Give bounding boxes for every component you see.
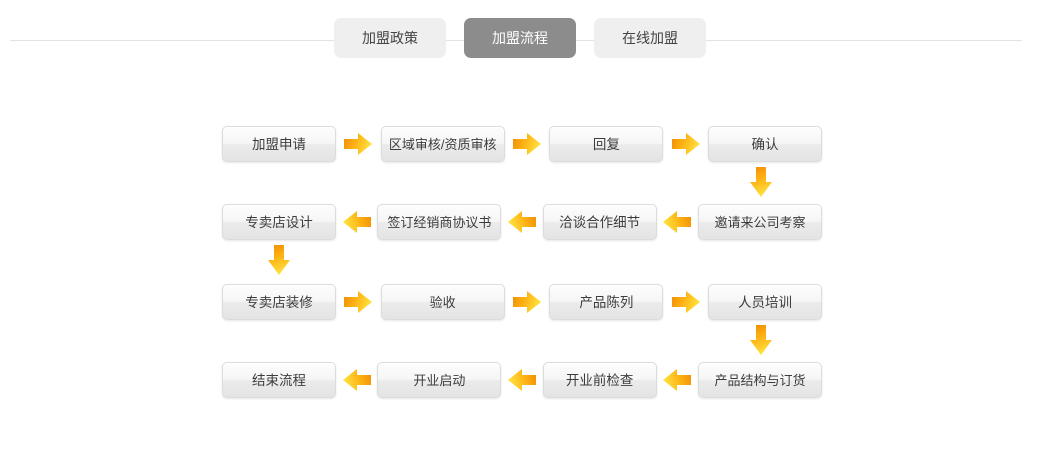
flow-node-acceptance[interactable]: 验收 — [380, 284, 505, 320]
flow-gap — [505, 126, 550, 162]
arrow-right-icon — [343, 131, 373, 157]
arrow-left-icon — [507, 367, 537, 393]
arrow-down-icon — [748, 324, 774, 356]
flow-node-staff-training[interactable]: 人员培训 — [708, 284, 823, 320]
arrow-right-icon — [512, 289, 542, 315]
arrow-left-icon — [507, 209, 537, 235]
arrow-left-icon — [342, 209, 372, 235]
arrow-right-icon — [671, 289, 701, 315]
arrow-right-icon — [671, 131, 701, 157]
flow-gap — [336, 362, 377, 398]
flow-gap — [657, 362, 698, 398]
flow-node-apply[interactable]: 加盟申请 — [222, 126, 336, 162]
flow-gap — [657, 204, 698, 240]
franchise-process-flowchart: 加盟申请 区域审核/资质审核 — [0, 112, 1040, 442]
arrow-down-icon — [748, 166, 774, 198]
flow-row-1: 加盟申请 区域审核/资质审核 — [222, 126, 823, 162]
flow-row-2: 专卖店设计 签订经销商协议书 — [222, 204, 822, 240]
flow-gap — [336, 284, 381, 320]
tab-policy-label: 加盟政策 — [362, 30, 418, 46]
flow-node-product-display[interactable]: 产品陈列 — [549, 284, 664, 320]
tab-policy[interactable]: 加盟政策 — [334, 18, 446, 58]
flow-node-end-process[interactable]: 结束流程 — [222, 362, 336, 398]
flow-gap — [501, 362, 542, 398]
flow-node-product-structure-order[interactable]: 产品结构与订货 — [697, 362, 822, 398]
arrow-right-icon — [343, 289, 373, 315]
flow-node-regional-review[interactable]: 区域审核/资质审核 — [380, 126, 505, 162]
flow-gap — [663, 284, 708, 320]
tab-online-join-label: 在线加盟 — [622, 30, 678, 46]
arrow-left-icon — [342, 367, 372, 393]
flow-node-negotiate-details[interactable]: 洽谈合作细节 — [542, 204, 657, 240]
flow-node-reply[interactable]: 回复 — [549, 126, 664, 162]
flow-gap — [336, 204, 377, 240]
flow-node-store-design[interactable]: 专卖店设计 — [222, 204, 336, 240]
flow-gap — [336, 126, 381, 162]
flow-gap — [501, 204, 542, 240]
tab-online-join[interactable]: 在线加盟 — [594, 18, 706, 58]
tab-bar: 加盟政策 加盟流程 在线加盟 — [0, 0, 1040, 70]
flow-node-sign-agreement[interactable]: 签订经销商协议书 — [377, 204, 502, 240]
arrow-left-icon — [662, 367, 692, 393]
flow-node-store-decoration[interactable]: 专卖店装修 — [222, 284, 336, 320]
arrow-right-icon — [512, 131, 542, 157]
flow-row-3: 专卖店装修 验收 产品陈列 人员培训 — [222, 284, 823, 320]
flow-gap — [505, 284, 550, 320]
flow-node-confirm[interactable]: 确认 — [708, 126, 823, 162]
tab-list: 加盟政策 加盟流程 在线加盟 — [0, 0, 1040, 70]
flow-row-4: 结束流程 开业启动 开业前检查 产品结构与订货 — [222, 362, 822, 398]
flow-node-opening-launch[interactable]: 开业启动 — [377, 362, 502, 398]
arrow-left-icon — [662, 209, 692, 235]
flow-node-pre-opening-check[interactable]: 开业前检查 — [542, 362, 657, 398]
flow-node-company-visit[interactable]: 邀请来公司考察 — [697, 204, 822, 240]
tab-process-label: 加盟流程 — [492, 30, 548, 46]
flow-gap — [663, 126, 708, 162]
arrow-down-icon — [266, 244, 292, 276]
tab-process[interactable]: 加盟流程 — [464, 18, 576, 58]
